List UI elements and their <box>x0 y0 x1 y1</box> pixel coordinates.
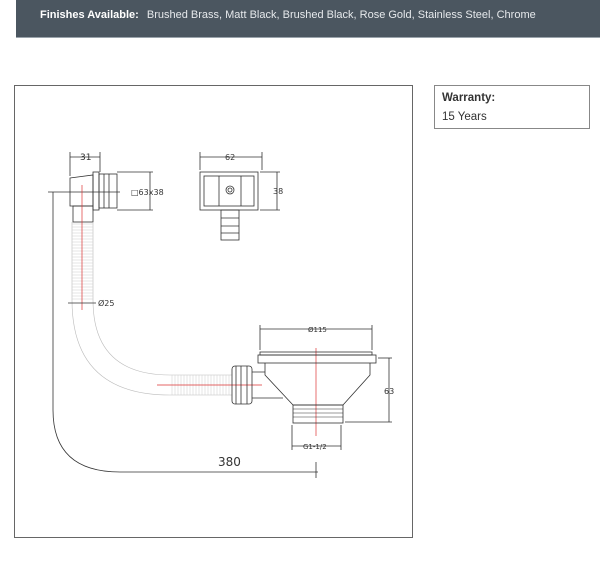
finishes-bar: Finishes Available: Brushed Brass, Matt … <box>16 0 600 38</box>
dim-overflow-depth: 31 <box>80 153 91 163</box>
finishes-value: Brushed Brass, Matt Black, Brushed Black… <box>146 9 536 21</box>
hose <box>71 222 232 396</box>
dim-plate-height: 38 <box>273 187 283 196</box>
strainer-waste <box>231 325 392 450</box>
finishes-label: Finishes Available: <box>40 9 139 21</box>
warranty-title: Warranty: <box>442 92 496 104</box>
overflow-cover-plate <box>199 152 280 241</box>
technical-drawing-frame <box>14 85 413 538</box>
dim-plate-width: 62 <box>225 153 235 162</box>
warranty-value: 15 Years <box>442 111 487 123</box>
warranty-box: Warranty: 15 Years <box>434 85 590 129</box>
dim-thread: G1-1/2 <box>303 443 327 451</box>
dim-strainer-diameter: Ø115 <box>308 326 327 334</box>
dim-length: 380 <box>218 455 241 469</box>
dim-hose-diameter: Ø25 <box>98 298 114 308</box>
hose-corrugations <box>72 223 230 395</box>
dim-strainer-height: 63 <box>384 387 394 396</box>
dim-overflow-size: □63x38 <box>131 188 164 197</box>
overflow-fitting <box>48 152 318 478</box>
